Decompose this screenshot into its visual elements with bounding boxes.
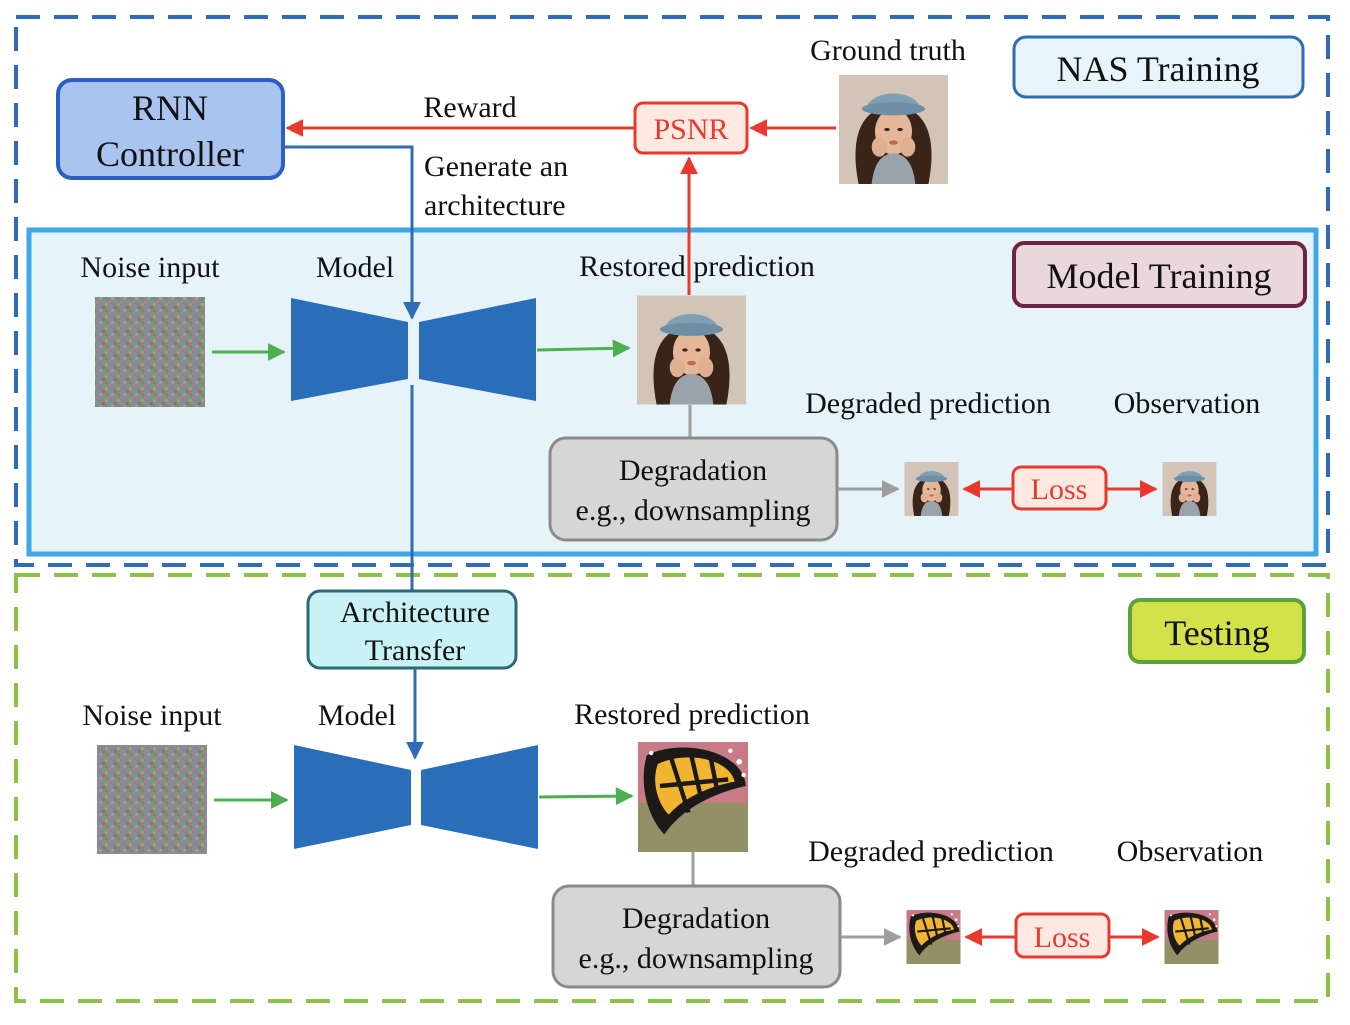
train-degradation-line2: e.g., downsampling	[576, 494, 811, 527]
train-loss-label: Loss	[1031, 473, 1088, 506]
test-loss-box: Loss	[1014, 912, 1111, 959]
test-model-encoder-decoder	[294, 745, 538, 849]
train-observation-label: Observation	[1114, 387, 1261, 420]
test-degradation-box: Degradation e.g., downsampling	[551, 884, 842, 989]
generate-label-line1: Generate an	[424, 150, 568, 183]
test-degradation-line2: e.g., downsampling	[579, 942, 814, 975]
ground-truth-image	[839, 75, 948, 184]
nas-training-tag: NAS Training	[1012, 35, 1305, 99]
train-degradation-box: Degradation e.g., downsampling	[548, 436, 839, 542]
psnr-label: PSNR	[653, 113, 728, 146]
rnn-controller-line1: RNN	[132, 88, 208, 128]
testing-tag: Testing	[1128, 598, 1306, 664]
generate-label-line2: architecture	[424, 189, 566, 222]
testing-frame	[14, 573, 1330, 1003]
train-observation-image	[1162, 462, 1217, 516]
test-degraded-prediction-image	[906, 910, 961, 964]
ground-truth-label: Ground truth	[810, 34, 966, 67]
test-loss-label: Loss	[1034, 921, 1091, 954]
rnn-controller-box: RNN Controller	[56, 78, 285, 180]
model-training-title: Model Training	[1046, 256, 1271, 296]
train-noise-image	[95, 297, 205, 407]
test-observation-label: Observation	[1117, 835, 1264, 868]
train-degraded-prediction-label: Degraded prediction	[805, 387, 1051, 420]
test-restored-prediction-image	[638, 742, 748, 852]
architecture-transfer-line1: Architecture	[340, 596, 490, 629]
train-loss-box: Loss	[1011, 465, 1108, 511]
test-model-label: Model	[318, 699, 396, 732]
train-restored-prediction-label: Restored prediction	[579, 250, 815, 283]
architecture-transfer-box: Architecture Transfer	[306, 589, 518, 670]
train-model-label: Model	[316, 251, 394, 284]
test-degraded-prediction-label: Degraded prediction	[808, 835, 1054, 868]
train-restored-prediction-image	[637, 295, 746, 405]
nas-training-frame	[14, 15, 1330, 567]
test-observation-image	[1164, 910, 1219, 964]
test-model-to-prediction-arrow	[538, 787, 634, 806]
test-restored-prediction-label: Restored prediction	[574, 698, 810, 731]
train-model-to-prediction-arrow	[536, 339, 631, 358]
testing-title: Testing	[1164, 613, 1269, 653]
rnn-controller-line2: Controller	[96, 134, 244, 174]
train-noise-input-label: Noise input	[80, 251, 220, 284]
reward-label: Reward	[423, 91, 516, 124]
train-model-encoder-decoder	[291, 298, 536, 401]
train-degradation-line1: Degradation	[619, 454, 767, 487]
architecture-transfer-line2: Transfer	[365, 634, 466, 667]
model-training-tag: Model Training	[1012, 241, 1307, 308]
test-degradation-line1: Degradation	[622, 902, 770, 935]
nas-training-title: NAS Training	[1056, 49, 1259, 89]
psnr-box: PSNR	[633, 101, 749, 155]
test-noise-image	[97, 745, 207, 854]
generate-architecture-arrow	[283, 145, 421, 320]
test-noise-input-label: Noise input	[82, 699, 222, 732]
train-degraded-prediction-image	[904, 462, 959, 516]
